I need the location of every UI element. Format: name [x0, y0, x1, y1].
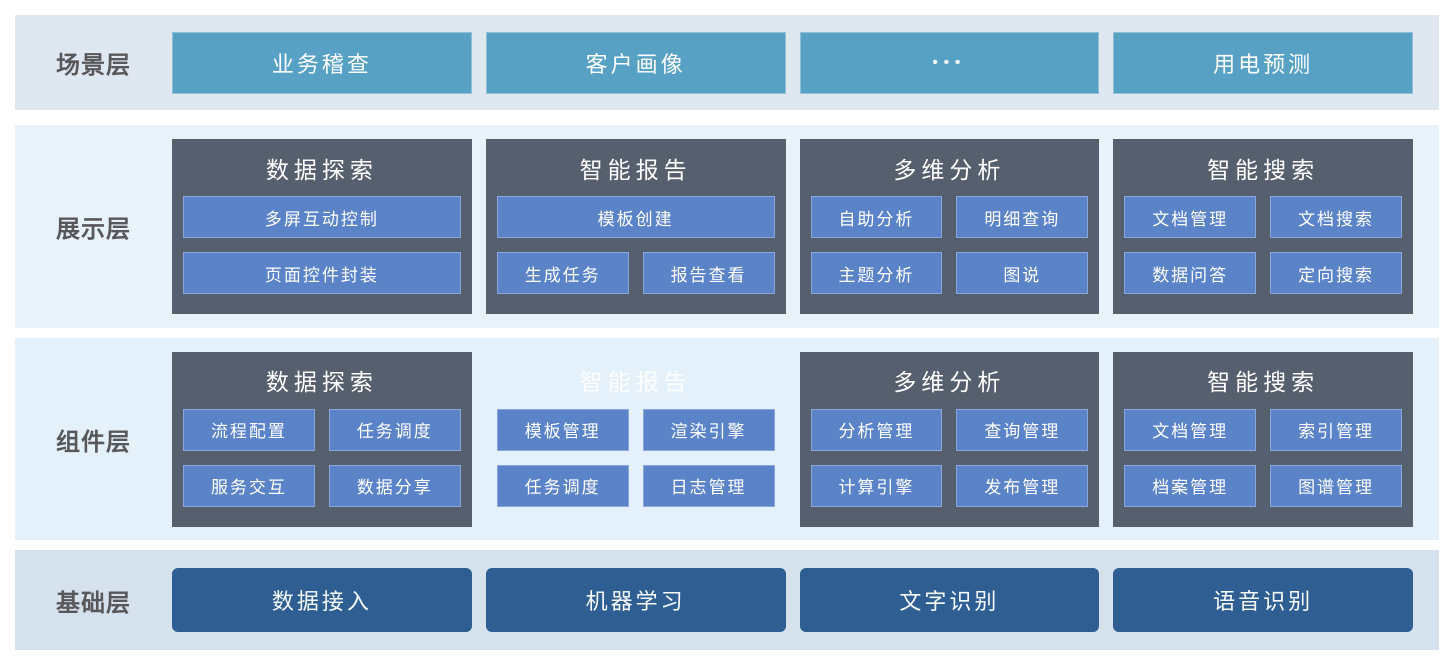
card-title: 智能搜索: [1207, 157, 1320, 183]
business-audit-block: 业务稽查: [172, 31, 472, 94]
display-card-smart-report: 智能报告 模板创建 生成任务 报告查看: [485, 139, 786, 314]
card-title: 智能报告: [579, 157, 692, 183]
card-title: 智能搜索: [1207, 370, 1320, 395]
speech-recognition-block: 语音识别: [1113, 568, 1413, 632]
base-layer-row: 数据接入 机器学习 文字识别 语音识别: [172, 568, 1413, 632]
service-interaction-block: 服务交互: [183, 464, 315, 507]
process-config-block: 流程配置: [183, 408, 315, 451]
component-card-data-exploration: 数据探索 流程配置 任务调度 服务交互 数据分享: [172, 351, 472, 527]
doc-management-block-2: 文档管理: [1124, 408, 1257, 451]
targeted-search-block: 定向搜索: [1270, 252, 1402, 294]
base-layer-label: 基础层: [56, 589, 131, 617]
card-title: 数据探索: [265, 157, 378, 183]
doc-management-block: 文档管理: [1124, 196, 1257, 238]
data-qa-block: 数据问答: [1124, 252, 1257, 294]
log-management-block: 日志管理: [642, 464, 775, 507]
render-engine-block: 渲染引擎: [642, 408, 775, 451]
topic-analysis-block: 主题分析: [810, 252, 943, 294]
task-schedule-block: 任务调度: [328, 408, 461, 451]
doc-search-block: 文档搜索: [1270, 196, 1402, 238]
component-layer-row: 数据探索 流程配置 任务调度 服务交互 数据分享 智能报告 模板管理 渲染引擎 …: [172, 351, 1413, 527]
customer-profile-block: 客户画像: [485, 31, 786, 94]
generate-task-block: 生成任务: [496, 252, 629, 294]
display-card-smart-search: 智能搜索 文档管理 文档搜索 数据问答 定向搜索: [1113, 139, 1413, 314]
text-recognition-block: 文字识别: [799, 568, 1100, 632]
component-card-multidim-analysis: 多维分析 分析管理 查询管理 计算引擎 发布管理: [799, 351, 1100, 527]
component-layer-band: 组件层 数据探索 流程配置 任务调度 服务交互 数据分享 智能报告 模板管理 渲…: [15, 338, 1439, 540]
card-button-grid: 分析管理 查询管理 计算引擎 发布管理: [810, 408, 1089, 507]
component-card-smart-search: 智能搜索 文档管理 索引管理 档案管理 图谱管理: [1113, 351, 1413, 527]
power-forecast-block: 用电预测: [1113, 31, 1413, 94]
scene-layer-row: 业务稽查 客户画像 ••• 用电预测: [172, 31, 1413, 94]
detail-query-block: 明细查询: [956, 196, 1089, 238]
card-title: 多维分析: [893, 370, 1006, 395]
component-card-smart-report: 智能报告 模板管理 渲染引擎 任务调度 日志管理: [486, 352, 786, 527]
chart-story-block: 图说: [956, 252, 1089, 294]
analysis-management-block: 分析管理: [810, 408, 943, 451]
compute-engine-block: 计算引擎: [810, 464, 943, 507]
report-view-block: 报告查看: [642, 252, 775, 294]
display-card-multidim-analysis: 多维分析 自助分析 明细查询 主题分析 图说: [799, 139, 1100, 314]
card-button-grid: 流程配置 任务调度 服务交互 数据分享: [183, 408, 461, 507]
component-layer-label: 组件层: [56, 428, 131, 456]
card-title: 多维分析: [893, 157, 1006, 183]
data-sharing-block: 数据分享: [328, 464, 461, 507]
query-management-block: 查询管理: [956, 408, 1089, 451]
card-title: 数据探索: [265, 370, 378, 395]
publish-management-block: 发布管理: [956, 464, 1089, 507]
graph-management-block: 图谱管理: [1270, 464, 1402, 507]
card-title: 智能报告: [579, 370, 692, 395]
scene-layer-label: 场景层: [56, 52, 131, 79]
card-button-grid: 模板创建 生成任务 报告查看: [496, 196, 775, 294]
multi-screen-interaction-block: 多屏互动控制: [183, 196, 461, 238]
card-button-grid: 文档管理 文档搜索 数据问答 定向搜索: [1124, 196, 1402, 294]
display-layer-label: 展示层: [56, 216, 131, 243]
card-button-grid: 自助分析 明细查询 主题分析 图说: [810, 196, 1089, 294]
self-service-analysis-block: 自助分析: [810, 196, 943, 238]
scene-layer-band: 场景层 业务稽查 客户画像 ••• 用电预测: [15, 15, 1439, 110]
archive-management-block: 档案管理: [1124, 464, 1257, 507]
more-scenarios-block: •••: [799, 31, 1100, 94]
index-management-block: 索引管理: [1270, 408, 1402, 451]
card-button-grid: 文档管理 索引管理 档案管理 图谱管理: [1124, 408, 1402, 507]
card-button-grid: 模板管理 渲染引擎 任务调度 日志管理: [496, 408, 775, 507]
template-management-block: 模板管理: [496, 408, 629, 451]
display-layer-band: 展示层 数据探索 多屏互动控制 页面控件封装 智能报告 模板创建 生成任务 报告…: [15, 125, 1439, 328]
task-schedule-block-2: 任务调度: [496, 464, 629, 507]
display-layer-row: 数据探索 多屏互动控制 页面控件封装 智能报告 模板创建 生成任务 报告查看 多…: [172, 139, 1413, 314]
machine-learning-block: 机器学习: [485, 568, 786, 632]
page-widget-package-block: 页面控件封装: [183, 252, 461, 294]
data-access-block: 数据接入: [172, 568, 472, 632]
base-layer-band: 基础层 数据接入 机器学习 文字识别 语音识别: [15, 550, 1439, 650]
card-button-grid: 多屏互动控制 页面控件封装: [183, 196, 461, 294]
display-card-data-exploration: 数据探索 多屏互动控制 页面控件封装: [172, 139, 472, 314]
template-create-block: 模板创建: [496, 196, 775, 238]
